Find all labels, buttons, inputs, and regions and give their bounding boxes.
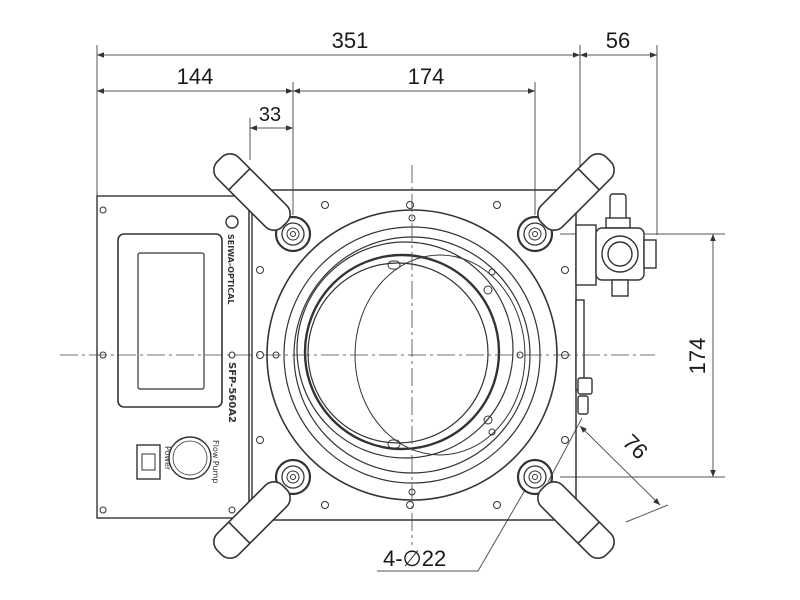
brand-logo bbox=[225, 215, 239, 229]
side-connector bbox=[575, 193, 657, 415]
handle-bottom-right bbox=[537, 481, 615, 559]
dim-bolt-spacing-h: 174 bbox=[408, 64, 445, 89]
model-number: SFP-560A2 bbox=[226, 362, 237, 423]
dim-bolt-spacing-v: 174 bbox=[685, 338, 710, 375]
hole-callout: 4-∅22 bbox=[383, 546, 446, 571]
handle-top-left bbox=[213, 153, 291, 231]
dim-overall-width: 351 bbox=[332, 28, 369, 53]
display-screen bbox=[117, 233, 223, 408]
pump-knob[interactable] bbox=[168, 436, 212, 480]
handle-top-right bbox=[537, 153, 615, 231]
power-label: Power bbox=[163, 446, 172, 471]
bolt-top-left bbox=[274, 215, 312, 253]
dim-diagonal: 76 bbox=[618, 429, 653, 464]
dim-right-offset: 56 bbox=[606, 28, 630, 53]
corner-bolts bbox=[274, 215, 554, 496]
bolt-top-right bbox=[516, 215, 554, 253]
control-panel bbox=[96, 195, 253, 519]
dim-handle-offset: 33 bbox=[259, 104, 281, 126]
bolt-bottom-left bbox=[274, 458, 312, 496]
center-lines bbox=[60, 165, 655, 545]
power-switch[interactable] bbox=[136, 444, 161, 480]
dim-left-width: 144 bbox=[177, 64, 214, 89]
pump-label: Flow Pump bbox=[211, 440, 220, 483]
bolt-bottom-right bbox=[516, 458, 554, 496]
handles bbox=[213, 153, 615, 559]
dimension-lines bbox=[96, 45, 725, 572]
handle-bottom-left bbox=[213, 481, 291, 559]
brand-name: SEIWA-OPTICAL bbox=[226, 234, 235, 304]
